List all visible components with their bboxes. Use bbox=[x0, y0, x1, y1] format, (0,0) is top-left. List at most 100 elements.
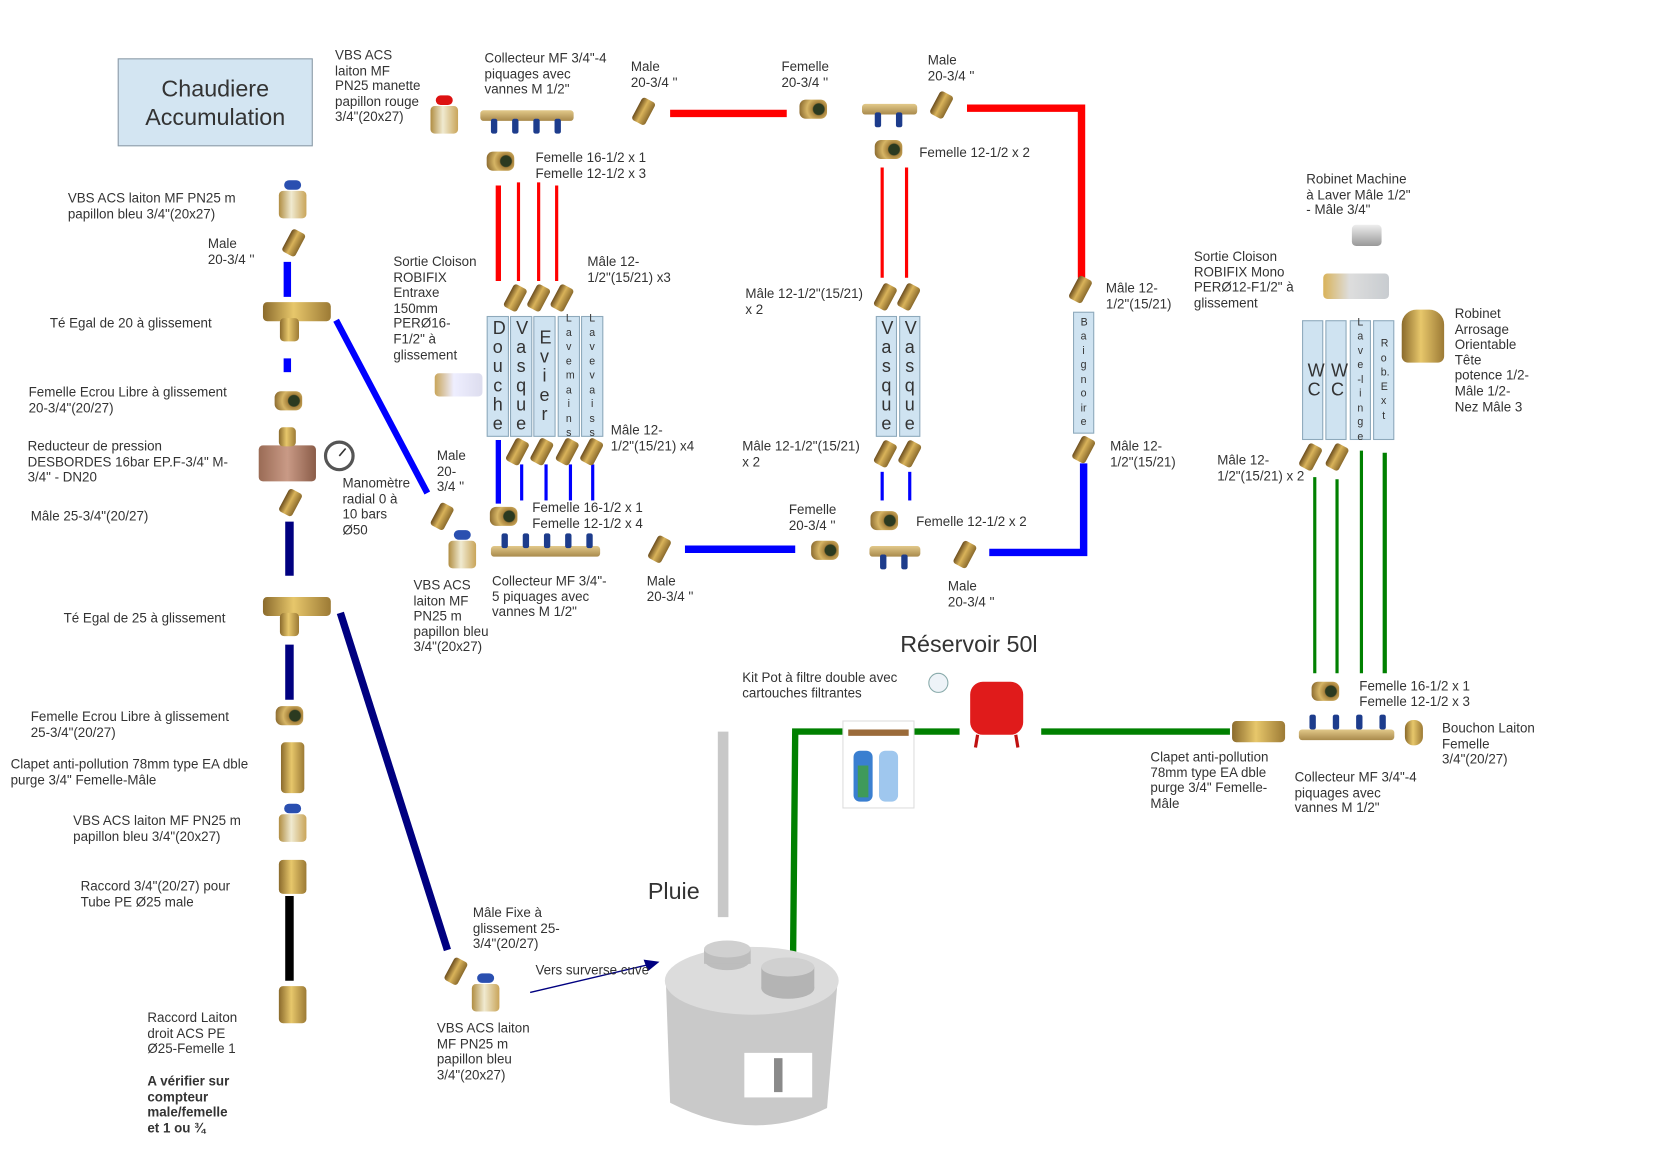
blue-valve-icon bbox=[278, 803, 307, 842]
female-fitting-icon bbox=[275, 706, 304, 726]
label-manometre: Manomètre radial 0 à 10 bars Ø50 bbox=[342, 476, 411, 538]
outlet-vasque: Vasque bbox=[875, 315, 898, 437]
acs-badge-icon bbox=[928, 672, 949, 693]
label-te-25: Té Egal de 25 à glissement bbox=[63, 610, 226, 626]
washing-machine-tap-icon bbox=[1351, 224, 1382, 246]
outlet-label: Evier bbox=[539, 328, 552, 424]
collector-5-icon bbox=[490, 533, 601, 557]
label-femelle-set: Femelle 16-1/2 x 1 Femelle 12-1/2 x 3 bbox=[1359, 678, 1470, 709]
label-vers-surverse: Vers surverse cuve bbox=[535, 962, 650, 978]
label-male-25: Mâle 25-3/4"(20/27) bbox=[30, 508, 149, 524]
label-collector-right: Collecteur MF 3/4"-4 piquages avec vanne… bbox=[1294, 769, 1417, 816]
label-vbs-blue: VBS ACS laiton MF PN25 m papillon bleu 3… bbox=[67, 190, 236, 222]
outlet-label: Vasque bbox=[881, 318, 894, 434]
expansion-tank bbox=[970, 681, 1024, 748]
label-reservoir: Réservoir 50l bbox=[900, 630, 1038, 658]
pressure-reducer-icon bbox=[258, 445, 316, 482]
cold-pipe bbox=[333, 318, 431, 495]
label-femelle-set: Femelle 12-1/2 x 2 bbox=[916, 514, 1027, 530]
female-fitting-icon bbox=[489, 506, 518, 526]
diagram-shape bbox=[285, 521, 660, 994]
label-male: Male 20-3/4 '' bbox=[646, 573, 694, 604]
label-bouchon: Bouchon Laiton Femelle 3/4"(20/27) bbox=[1442, 721, 1535, 767]
outlet-label: Vasque bbox=[904, 318, 917, 434]
double-filter bbox=[842, 720, 915, 809]
outlet-lavemains: Lavemains bbox=[557, 313, 580, 439]
outlet-baignoire: Baignoire bbox=[1073, 311, 1095, 434]
outlet-label: Baignoire bbox=[1080, 316, 1088, 429]
diagram-shape bbox=[857, 765, 869, 798]
label-femelle-ecrou-20: Femelle Ecrou Libre à glissement 20-3/4"… bbox=[28, 384, 227, 416]
check-valve-icon bbox=[280, 742, 305, 794]
tee-20-icon bbox=[279, 318, 300, 342]
label-clapet: Clapet anti-pollution 78mm type EA dble … bbox=[10, 757, 249, 788]
label-clapet: Clapet anti-pollution 78mm type EA dble … bbox=[1150, 749, 1269, 811]
label-male-bath: Mâle 12- 1/2"(15/21) bbox=[1105, 280, 1172, 312]
diagram-shape bbox=[970, 681, 1024, 735]
label-femelle: Femelle 20-3/4 '' bbox=[781, 59, 829, 90]
label-sortie-cloison: Sortie Cloison ROBIFIX Entraxe 150mm PER… bbox=[393, 254, 477, 363]
label-te-20: Té Egal de 20 à glissement bbox=[49, 315, 212, 331]
label-collector-top: Collecteur MF 3/4"-4 piquages avec vanne… bbox=[484, 50, 607, 97]
female-fitting-icon bbox=[811, 540, 839, 560]
arrow-head bbox=[643, 959, 660, 972]
collector-2-icon bbox=[869, 546, 921, 570]
label-femelle-set: Femelle 16-1/2 x 1 Femelle 12-1/2 x 4 bbox=[532, 500, 643, 531]
label-vbs-red: VBS ACS laiton MF PN25 manette papillon … bbox=[335, 47, 421, 125]
label-robinet-machine: Robinet Machine à Laver Mâle 1/2" - Mâle… bbox=[1306, 171, 1411, 218]
diagram-shape bbox=[283, 261, 1088, 557]
label-collector-bottom: Collecteur MF 3/4"- 5 piquages avec vann… bbox=[491, 573, 607, 620]
label-femelle: Femelle 20-3/4 '' bbox=[788, 502, 837, 533]
female-fitting-icon bbox=[274, 391, 303, 411]
rain-tank bbox=[664, 940, 839, 1126]
label-male-x4: Mâle 12- 1/2"(15/21) x4 bbox=[610, 423, 695, 454]
label-male-x3: Mâle 12- 1/2"(15/21) x3 bbox=[587, 254, 671, 285]
outlet-vasque: Vasque bbox=[510, 315, 533, 437]
outlet-label: WC bbox=[1330, 360, 1348, 400]
outlet-label: Rob.Ext bbox=[1380, 338, 1390, 422]
check-valve-icon bbox=[1232, 721, 1286, 743]
label-femelle-set: Femelle 12-1/2 x 2 bbox=[919, 145, 1030, 161]
overflow-arrow bbox=[529, 963, 653, 994]
diagram-shape bbox=[761, 977, 815, 999]
label-vbs-blue: VBS ACS laiton MF PN25 m papillon bleu 3… bbox=[413, 577, 489, 655]
label-male: Male 20-3/4 '' bbox=[947, 578, 995, 610]
outlet-wc: WC bbox=[1302, 320, 1325, 441]
diagram-shape bbox=[761, 957, 815, 977]
diagram-shape bbox=[495, 104, 1086, 281]
label-femelle-ecrou-25: Femelle Ecrou Libre à glissement 25-3/4"… bbox=[30, 709, 229, 740]
garden-tap-icon bbox=[1401, 309, 1445, 363]
outlet-evier: Evier bbox=[533, 315, 556, 437]
wall-outlet-mono-icon bbox=[1323, 273, 1389, 300]
diagram-shape bbox=[789, 450, 1387, 955]
collector-4-icon bbox=[1298, 714, 1395, 741]
hot-pipe bbox=[966, 104, 1086, 278]
diagram-shape bbox=[1014, 734, 1020, 748]
label-male-x2: Mâle 12-1/2"(15/21) x 2 bbox=[742, 438, 860, 470]
blue-valve-icon bbox=[471, 973, 500, 1012]
outlet-label: Lave-linge bbox=[1357, 316, 1364, 443]
diagram-shape bbox=[704, 940, 751, 958]
outlet-rob-ext: Rob.Ext bbox=[1373, 320, 1395, 441]
red-valve-icon bbox=[430, 95, 459, 134]
label-vbs-blue: VBS ACS laiton MF PN25 m papillon bleu 3… bbox=[73, 813, 241, 844]
outlet-lave-linge: Lave-linge bbox=[1349, 317, 1371, 443]
label-vbs-blue: VBS ACS laiton MF PN25 m papillon bleu 3… bbox=[436, 1021, 530, 1083]
label-male-bath: Mâle 12- 1/2"(15/21) bbox=[1110, 438, 1176, 470]
female-fitting-icon bbox=[874, 139, 903, 160]
diagram-shape bbox=[848, 729, 909, 736]
brass-coupling-icon bbox=[278, 986, 307, 1024]
label-femelle-set: Femelle 16-1/2 x 1 Femelle 12-1/2 x 3 bbox=[535, 150, 647, 181]
label-raccord: Raccord 3/4"(20/27) pour Tube PE Ø25 mal… bbox=[80, 878, 231, 910]
female-fitting-icon bbox=[486, 151, 515, 171]
outlet-label: WC bbox=[1307, 360, 1325, 400]
boiler-box: Chaudiere Accumulation bbox=[117, 58, 313, 147]
tee-25-icon bbox=[279, 612, 300, 637]
female-fitting-icon bbox=[870, 511, 899, 531]
diagram-shape bbox=[878, 750, 899, 802]
label-male-x2: Mâle 12-1/2"(15/21) x 2 bbox=[745, 286, 863, 317]
diagram-shape bbox=[973, 734, 980, 748]
outlet-douche: Douche bbox=[486, 315, 509, 437]
